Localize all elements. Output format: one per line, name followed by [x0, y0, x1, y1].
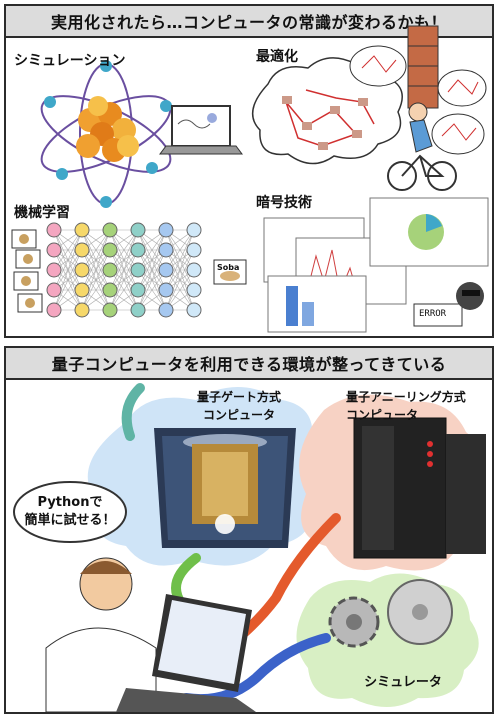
network-node [186, 222, 202, 238]
teal-snake [121, 383, 145, 441]
top-panel-title: 実用化されたら…コンピュータの常識が変わるかも！ [6, 6, 492, 38]
network-node [74, 302, 90, 318]
network-node [130, 242, 146, 258]
network-node [74, 222, 90, 238]
simulator-label: シミュレータ [364, 675, 442, 690]
gate-computer-illustration [154, 428, 296, 548]
network-node [102, 302, 118, 318]
bottom-panel-illustration [13, 383, 486, 712]
gate-label-line1: 量子ゲート方式 [196, 390, 281, 404]
annealing-label-line1: 量子アニーリング方式 [346, 390, 466, 404]
network-node [102, 262, 118, 278]
section-label-optimization: 最適化 [256, 49, 298, 65]
bottom-panel-title: 量子コンピュータを利用できる環境が整ってきている [6, 348, 492, 380]
annealing-computer-illustration [353, 417, 486, 559]
gate-label: 量子ゲート方式 コンピュータ [184, 388, 294, 424]
network-node [130, 282, 146, 298]
network-node [186, 282, 202, 298]
network-node [102, 282, 118, 298]
cryptography-illustration [263, 197, 489, 333]
speech-line2: 簡単に試せる！ [24, 513, 116, 528]
network-node [74, 242, 90, 258]
speech-line1: Pythonで [37, 495, 103, 510]
network-node [74, 262, 90, 278]
network-node [130, 222, 146, 238]
network-node [158, 262, 174, 278]
gate-label-line2: コンピュータ [202, 408, 275, 422]
network-node [186, 242, 202, 258]
soba-card [213, 259, 247, 285]
network-node [158, 242, 174, 258]
network-node [102, 242, 118, 258]
network-node [158, 222, 174, 238]
section-label-simulation: シミュレーション [14, 53, 126, 69]
optimization-illustration [251, 25, 487, 191]
bottom-panel: 量子コンピュータを利用できる環境が整ってきている [4, 346, 494, 714]
annealing-label: 量子アニーリング方式 コンピュータ [346, 388, 486, 424]
network-node [158, 282, 174, 298]
photo-stack-illustration [11, 229, 43, 313]
network-node [46, 302, 62, 318]
network-node [46, 262, 62, 278]
network-node [130, 262, 146, 278]
speech-text: Pythonで 簡単に試せる！ [18, 494, 122, 530]
network-node [186, 302, 202, 318]
network-node [102, 222, 118, 238]
speech-bubble [13, 481, 127, 543]
neural-network-illustration [46, 222, 202, 318]
section-label-cryptography: 暗号技術 [256, 195, 312, 211]
person-illustration [45, 557, 157, 712]
disc-icon [387, 579, 453, 645]
network-node [186, 262, 202, 278]
section-label-machine-learning: 機械学習 [14, 205, 70, 221]
error-label: ERROR [419, 309, 447, 319]
atom-illustration [40, 60, 172, 208]
network-node [74, 282, 90, 298]
laptop-illustration [159, 105, 243, 155]
network-node [158, 302, 174, 318]
gear-icon [328, 596, 380, 648]
network-node [130, 302, 146, 318]
soba-label: Soba [217, 263, 240, 272]
top-panel-illustration [11, 25, 489, 333]
top-panel: 実用化されたら…コンピュータの常識が変わるかも！ [4, 4, 494, 338]
network-node [46, 242, 62, 258]
laptop-illustration [116, 594, 256, 712]
annealing-label-line2: コンピュータ [346, 408, 419, 422]
network-node [46, 282, 62, 298]
network-node [46, 222, 62, 238]
